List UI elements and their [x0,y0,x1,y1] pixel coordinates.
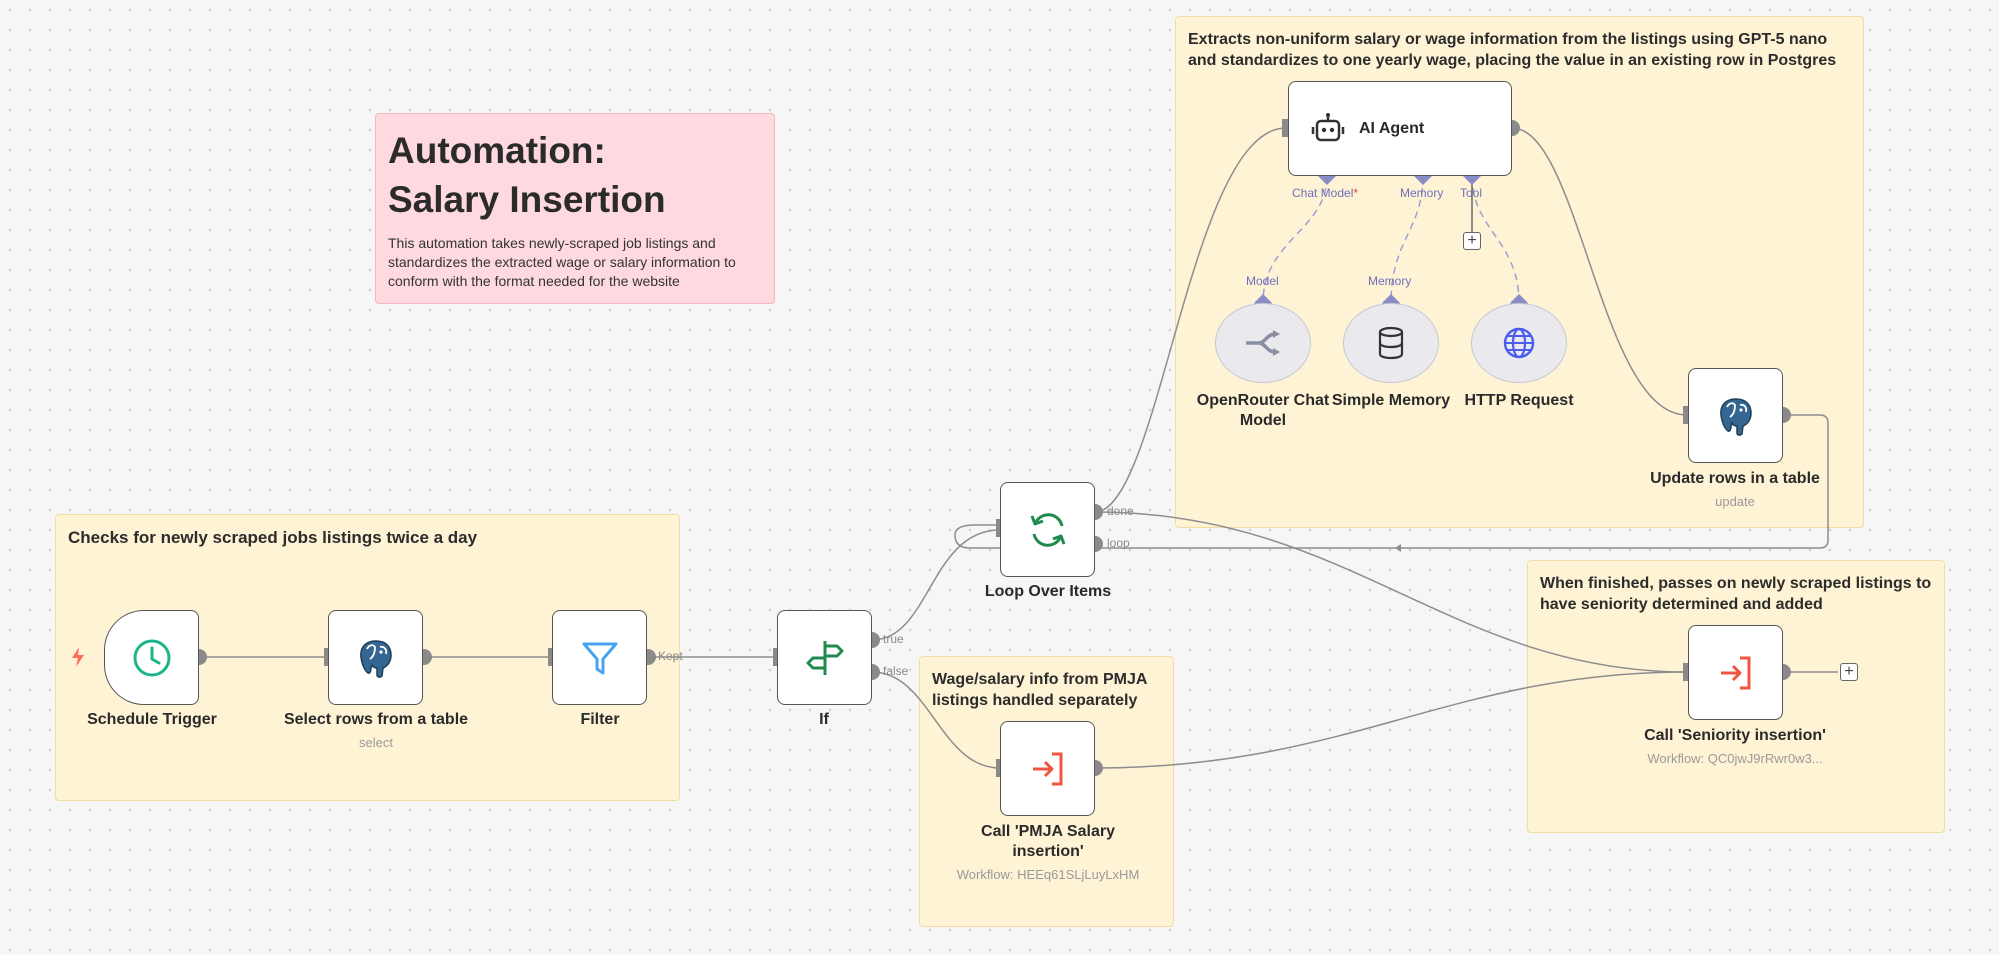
loop-label: loop [1107,536,1130,550]
false-label: false [883,664,909,678]
true-label: true [883,632,904,646]
schedule-trigger-label: Schedule Trigger [87,711,217,728]
call-pmja-sub: Workflow: HEEq61SLjLuyLxHM [956,867,1140,882]
filter-label: Filter [580,711,620,728]
ai-agent-label: AI Agent [1359,119,1425,137]
robot-icon [1311,112,1345,141]
loop-arrows-icon [1030,512,1065,547]
title-sticky-note[interactable]: Automation: Salary Insertion This automa… [375,113,775,304]
simple-memory-node[interactable] [1343,303,1439,383]
http-request-node[interactable] [1471,303,1567,383]
select-rows-sub: select [359,735,393,750]
loop-over-items-node[interactable] [1000,482,1095,577]
clock-icon [133,639,170,676]
database-icon [1378,326,1404,360]
globe-icon [1503,327,1535,359]
if-label: If [819,711,829,728]
trigger-bolt-icon [72,647,84,667]
chat-model-port-label: Chat Model* [1292,186,1358,200]
call-seniority-node[interactable] [1688,625,1783,720]
execute-workflow-icon [1720,656,1750,689]
update-rows-label: Update rows in a table [1650,470,1820,487]
call-pmja-label: Call 'PMJA Salary insertion' [981,823,1115,860]
openrouter-label: OpenRouter Chat Model [1196,392,1330,429]
kept-label: Kept [658,649,683,663]
ai-agent-node[interactable]: AI Agent [1288,81,1512,176]
schedule-trigger-node[interactable] [104,610,199,705]
call-seniority-sub: Workflow: QC0jwJ9rRwr0w3... [1647,751,1823,766]
openrouter-node[interactable] [1215,303,1311,383]
if-node[interactable] [777,610,872,705]
chat-model-required-star: * [1353,186,1359,200]
funnel-icon [582,642,617,674]
memory-in-label: Memory [1368,274,1412,288]
postgres-elephant-icon [1719,397,1752,436]
checks-note-text: Checks for newly scraped jobs listings t… [68,528,478,547]
select-rows-label: Select rows from a table [283,711,469,728]
memory-port-label: Memory [1400,186,1444,200]
loopback-arrow [1395,544,1401,552]
loop-over-items-label: Loop Over Items [984,583,1112,600]
workflow-description: This automation takes newly-scraped job … [388,235,736,289]
update-rows-node[interactable] [1688,368,1783,463]
openrouter-icon [1246,330,1280,356]
postgres-elephant-icon [359,639,392,678]
call-seniority-label: Call 'Seniority insertion' [1644,727,1826,744]
finished-note-text: When finished, passes on newly scraped l… [1540,575,1932,613]
signpost-icon [806,640,843,675]
workflow-title: Automation: Salary Insertion [388,130,666,220]
tool-port-label: Tool [1460,186,1483,200]
simple-memory-label: Simple Memory [1331,392,1451,409]
model-in-label: Model [1246,274,1279,288]
filter-node[interactable] [552,610,647,705]
add-tool-button[interactable]: + [1463,232,1481,250]
execute-workflow-icon [1032,752,1062,785]
call-pmja-node[interactable] [1000,721,1095,816]
update-rows-sub: update [1715,494,1755,509]
done-label: done [1107,504,1134,518]
chat-model-port-text: Chat Model [1292,186,1354,200]
pmja-note-text: Wage/salary info from PMJA listings hand… [932,671,1147,709]
add-node-after-seniority-button[interactable]: + [1840,663,1858,681]
extract-note-text: Extracts non-uniform salary or wage info… [1188,31,1837,69]
http-request-label: HTTP Request [1464,392,1574,409]
select-rows-node[interactable] [328,610,423,705]
